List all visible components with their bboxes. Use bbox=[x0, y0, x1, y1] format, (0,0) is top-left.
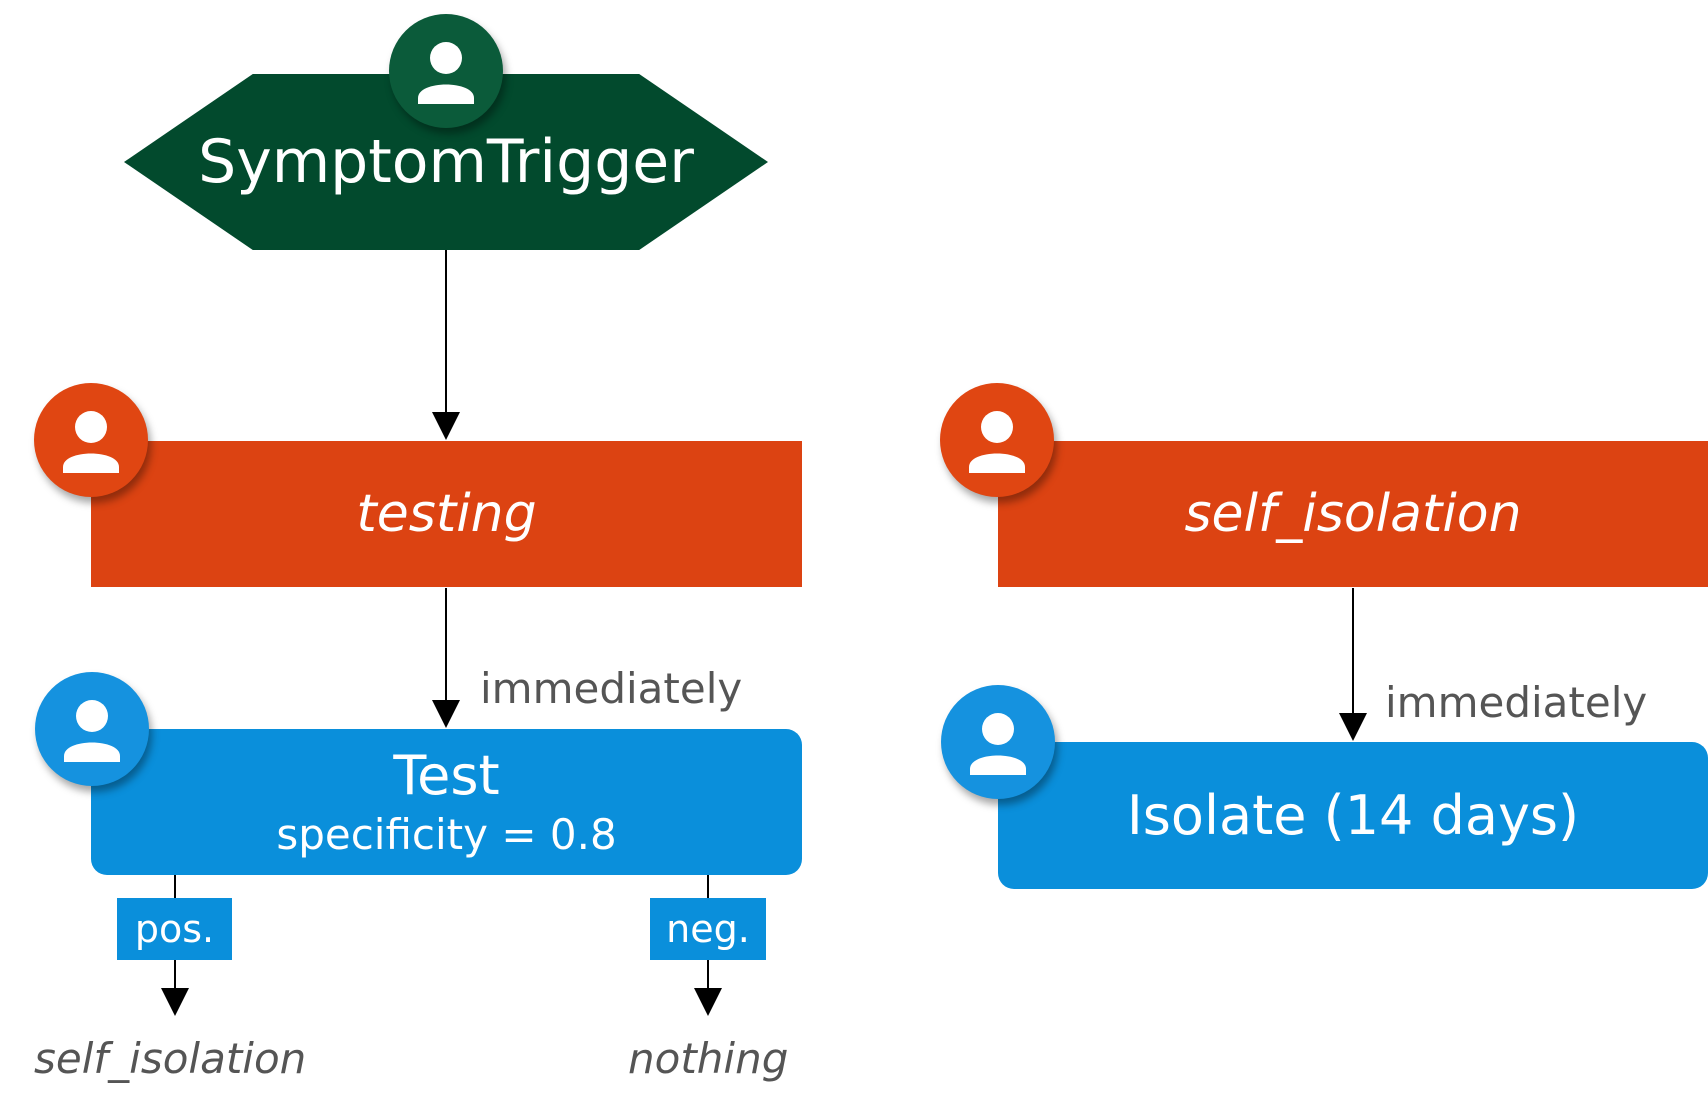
branch-tag-pos: pos. bbox=[117, 898, 232, 960]
arrowhead-neg bbox=[694, 988, 722, 1016]
person-icon bbox=[35, 672, 149, 786]
person-icon bbox=[34, 383, 148, 497]
intervention-self-isolation-label: self_isolation bbox=[1184, 484, 1522, 544]
action-test-title: Test bbox=[393, 744, 500, 807]
branch-tag-neg: neg. bbox=[650, 898, 766, 960]
outcome-nothing: nothing bbox=[628, 1034, 789, 1083]
timing-caption-self-isolation: immediately bbox=[1385, 678, 1648, 727]
intervention-testing bbox=[91, 441, 802, 587]
trigger-label: SymptomTrigger bbox=[198, 127, 694, 197]
intervention-testing-label: testing bbox=[356, 484, 537, 544]
intervention-self-isolation bbox=[998, 441, 1708, 587]
arrowhead-pos bbox=[161, 988, 189, 1016]
timing-caption-testing: immediately bbox=[480, 664, 743, 713]
arrowhead-test bbox=[432, 700, 460, 728]
outcome-self-isolation: self_isolation bbox=[34, 1034, 307, 1083]
person-icon bbox=[941, 685, 1055, 799]
action-test bbox=[91, 729, 802, 875]
action-isolate-title: Isolate (14 days) bbox=[1126, 784, 1580, 847]
person-icon bbox=[940, 383, 1054, 497]
action-isolate bbox=[998, 742, 1708, 889]
action-test-detail: specificity = 0.8 bbox=[276, 810, 617, 859]
person-icon bbox=[389, 14, 503, 128]
arrowhead-isolate bbox=[1339, 713, 1367, 741]
arrowhead-testing bbox=[432, 412, 460, 440]
